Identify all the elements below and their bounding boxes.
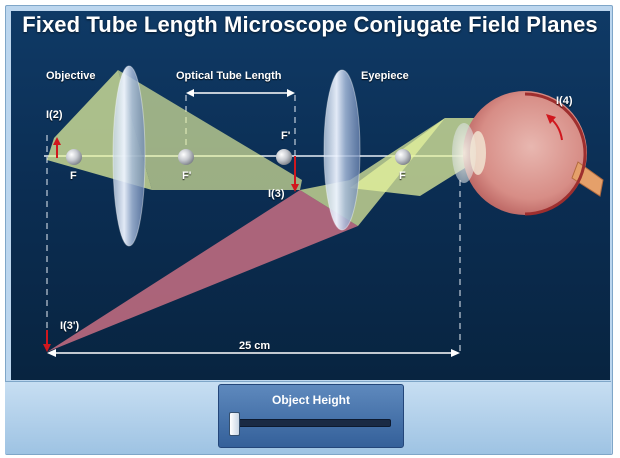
focal-label-eyepiece-front: F' [281, 130, 291, 142]
virtual-image-cone [47, 190, 358, 352]
tube-length-label: Optical Tube Length [176, 70, 282, 82]
focal-label-objective-front: F [70, 170, 77, 182]
object-height-label: Object Height [271, 393, 350, 407]
eye-illustration [452, 91, 604, 216]
diagram-title: Fixed Tube Length Microscope Conjugate F… [22, 12, 598, 37]
retina-image-arrow [546, 114, 563, 141]
eyepiece-label: Eyepiece [361, 70, 409, 82]
object-height-track[interactable] [235, 419, 391, 427]
tube-length-dimension [186, 89, 295, 97]
focal-point-eyepiece-back [395, 149, 411, 165]
cornea [452, 123, 476, 183]
intermediate-image-arrow [291, 156, 299, 192]
focal-label-eyepiece-back: F [399, 170, 406, 182]
retina-image-label: I(4) [556, 95, 573, 107]
objective-image-label: I(2) [46, 109, 63, 121]
objective-lens [112, 65, 146, 247]
object-height-control: Object Height [218, 384, 404, 448]
optic-nerve [571, 161, 604, 197]
virtual-image-label: I(3') [60, 320, 80, 332]
intermediate-image-label: I(3) [268, 188, 285, 200]
intermediate-light-cone [118, 70, 302, 190]
focal-point-eyepiece-front [276, 149, 292, 165]
focal-point-objective-front [66, 149, 82, 165]
focal-label-objective-back: F' [182, 170, 192, 182]
eyeball [463, 91, 587, 215]
objective-label: Objective [46, 70, 96, 82]
object-height-slider-thumb[interactable] [229, 412, 240, 436]
object-arrow [53, 137, 61, 158]
eyepiece-lens [323, 69, 361, 231]
distance-label: 25 cm [239, 340, 271, 352]
eye-lens [470, 131, 486, 175]
retina [524, 92, 587, 216]
virtual-image-arrow [43, 330, 51, 352]
focal-point-objective-back [178, 149, 194, 165]
distance-dimension [47, 349, 460, 357]
